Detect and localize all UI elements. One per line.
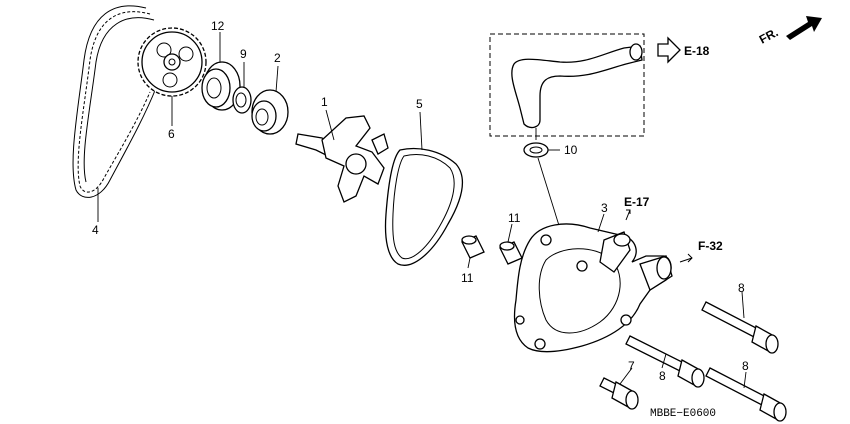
diagram-code: MBBE−E0600 [650,408,716,420]
callout-6: 6 [168,127,175,141]
callout-8-middle: 8 [659,369,666,383]
front-direction-label: FR. [757,25,781,46]
callout-11-right: 11 [508,211,521,225]
callout-8-lower: 8 [742,359,749,373]
bearing [201,61,241,111]
callout-5: 5 [416,97,423,111]
o-ring [384,147,464,266]
dowel-pin-left [461,235,485,259]
bolt-middle [625,335,705,388]
callout-4: 4 [92,223,99,237]
water-hose [489,33,645,137]
bolt-upper [701,301,779,354]
pump-sprocket [137,27,207,97]
ref-label-e17: E-17 [624,195,650,209]
callout-1: 1 [321,95,328,109]
dowel-pin-right [499,241,523,265]
callout-8-upper: 8 [738,281,745,295]
pump-cover [513,223,673,353]
callout-3: 3 [601,201,608,215]
callout-12: 12 [211,19,225,33]
direction-arrows [625,16,822,263]
impeller-shaft [295,115,389,203]
bolt-lower [705,367,787,422]
mechanical-seal [251,89,289,135]
front-arrow-icon [786,16,822,40]
drive-chain [72,5,157,198]
ref-label-f32: F-32 [698,239,723,253]
oil-seal [232,86,252,114]
leader-lines [97,32,747,389]
bolt-short [599,377,639,410]
callout-9: 9 [240,47,247,61]
callout-11-left: 11 [461,271,474,285]
callout-7: 7 [628,359,635,373]
callout-10: 10 [564,143,578,157]
ref-label-e18: E-18 [684,44,710,58]
callout-2: 2 [274,51,281,65]
